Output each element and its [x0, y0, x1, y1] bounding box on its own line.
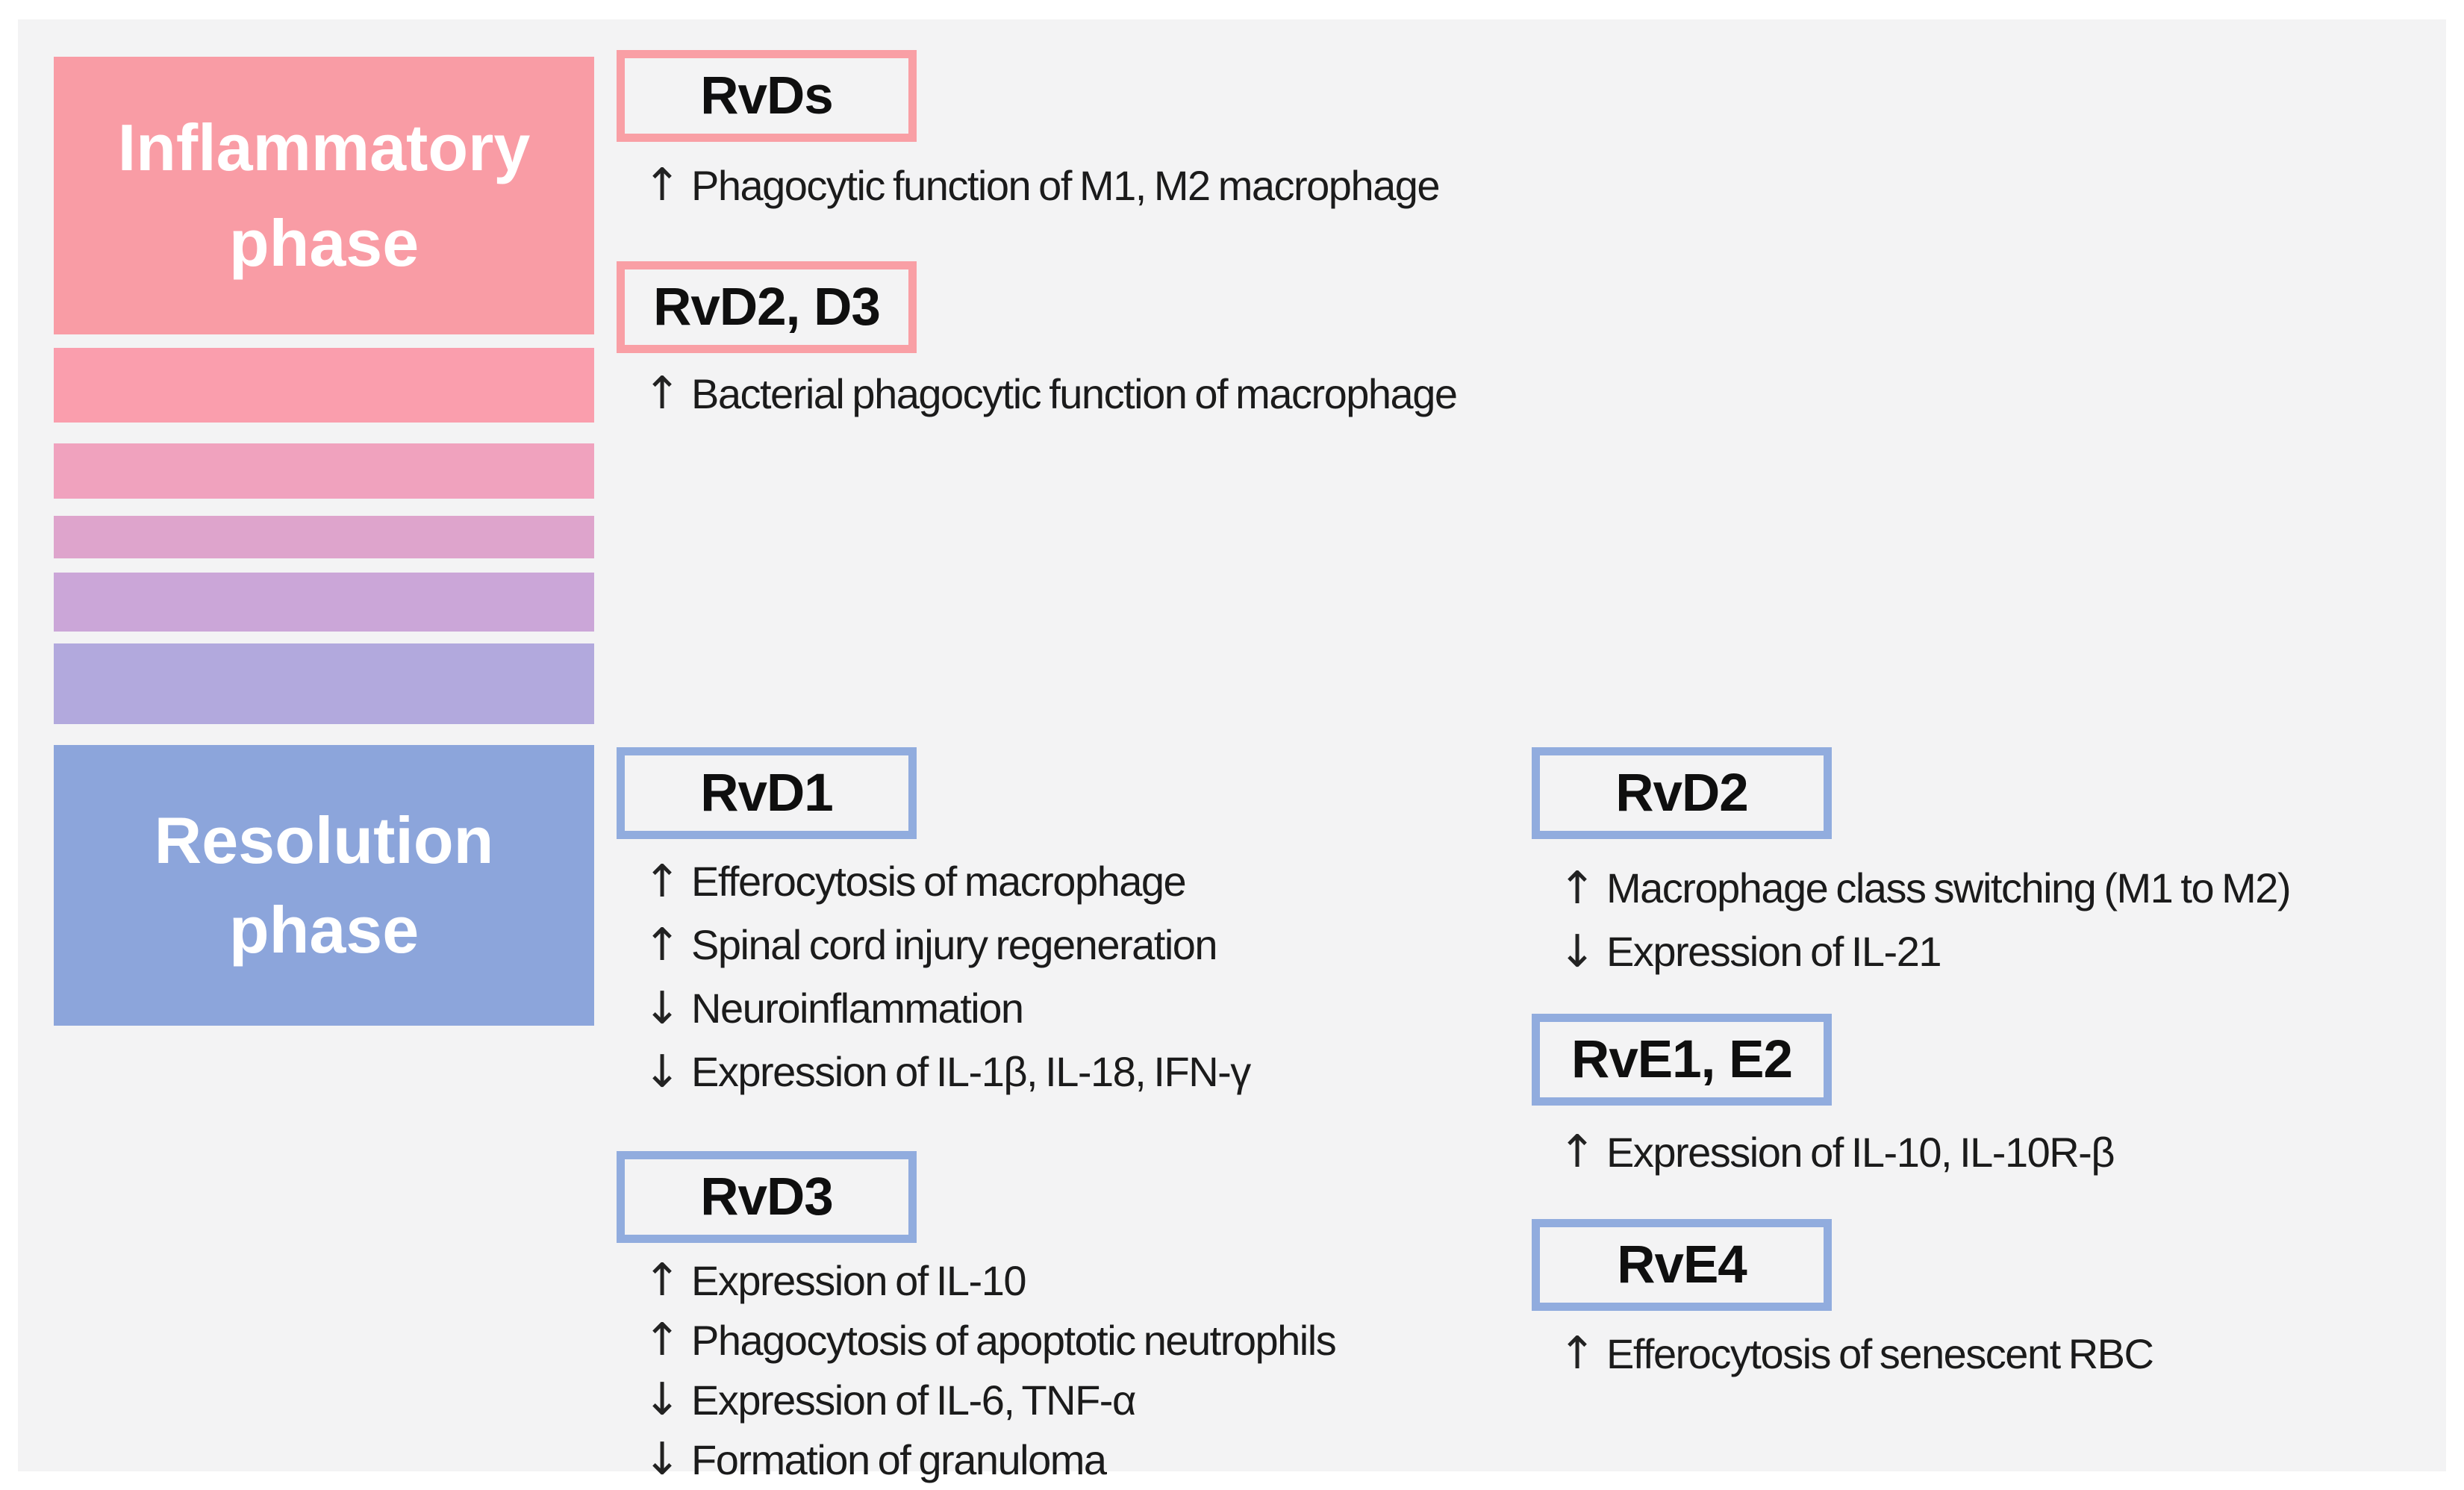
item-text: Efferocytosis of senescent RBC — [1606, 1330, 2154, 1377]
inflammatory-phase-block: Inflammatory phase — [54, 57, 594, 334]
up-arrow-icon: ↑ — [1559, 861, 1597, 914]
inflammatory-phase-label: Inflammatory phase — [117, 110, 531, 280]
gradient-bar-1 — [54, 348, 594, 423]
item-text: Expression of IL-10 — [691, 1256, 1026, 1304]
gradient-bar-4 — [54, 573, 594, 632]
gradient-bar-5 — [54, 643, 594, 724]
up-arrow-icon: ↑ — [1559, 1126, 1597, 1178]
rvd2-label: RvD2 — [1615, 764, 1749, 823]
rvd2-effects-list: ↑ Macrophage class switching (M1 to M2) … — [1547, 856, 2292, 983]
list-item: ↑ Expression of IL-10, IL-10R-β — [1547, 1126, 2115, 1178]
list-item: ↓ Expression of IL-1β, IL-18, IFN-γ — [631, 1040, 1251, 1103]
list-item: ↓ Formation of granuloma — [631, 1430, 1335, 1489]
up-arrow-icon: ↑ — [643, 367, 682, 420]
up-arrow-icon: ↑ — [643, 918, 682, 971]
down-arrow-icon: ↓ — [1559, 925, 1597, 978]
item-text: Bacterial phagocytic function of macroph… — [691, 370, 1458, 417]
rvds-effects-list: ↑ Phagocytic function of M1, M2 macropha… — [631, 159, 1441, 211]
rvd3-effects-list: ↑ Expression of IL-10 ↑ Phagocytosis of … — [631, 1250, 1337, 1489]
list-item: ↓ Neuroinflammation — [631, 976, 1250, 1040]
rvd1-box: RvD1 — [617, 747, 917, 839]
item-text: Expression of IL-21 — [1606, 928, 1941, 975]
rvd3-box: RvD3 — [617, 1151, 917, 1243]
figure-panel: Inflammatory phase Resolution phase RvDs… — [18, 19, 2446, 1486]
rve1e2-label: RvE1, E2 — [1571, 1030, 1793, 1089]
item-text: Expression of IL-1β, IL-18, IFN-γ — [691, 1048, 1251, 1095]
rve1e2-box: RvE1, E2 — [1532, 1014, 1832, 1106]
up-arrow-icon: ↑ — [643, 1254, 682, 1306]
list-item: ↑ Efferocytosis of senescent RBC — [1547, 1327, 2154, 1380]
item-text: Neuroinflammation — [691, 985, 1024, 1032]
rvds-label: RvDs — [700, 66, 834, 125]
down-arrow-icon: ↓ — [643, 1374, 682, 1426]
rvd1-effects-list: ↑ Efferocytosis of macrophage ↑ Spinal c… — [631, 850, 1251, 1103]
item-text: Phagocytic function of M1, M2 macrophage — [691, 161, 1441, 209]
rvd1-label: RvD1 — [700, 764, 834, 823]
item-text: Macrophage class switching (M1 to M2) — [1606, 864, 2292, 911]
down-arrow-icon: ↓ — [643, 982, 682, 1035]
up-arrow-icon: ↑ — [643, 1314, 682, 1366]
item-text: Phagocytosis of apoptotic neutrophils — [691, 1316, 1337, 1364]
down-arrow-icon: ↓ — [643, 1045, 682, 1098]
gradient-bar-3 — [54, 516, 594, 558]
rve1e2-effects-list: ↑ Expression of IL-10, IL-10R-β — [1547, 1126, 2115, 1178]
item-text: Expression of IL-6, TNF-α — [691, 1376, 1136, 1424]
up-arrow-icon: ↑ — [643, 855, 682, 908]
rve4-effects-list: ↑ Efferocytosis of senescent RBC — [1547, 1327, 2154, 1380]
up-arrow-icon: ↑ — [1559, 1327, 1597, 1380]
rvd3-label: RvD3 — [700, 1168, 834, 1226]
list-item: ↑ Bacterial phagocytic function of macro… — [631, 367, 1458, 420]
rvd2d3-effects-list: ↑ Bacterial phagocytic function of macro… — [631, 367, 1458, 420]
item-text: Efferocytosis of macrophage — [691, 858, 1187, 905]
item-text: Expression of IL-10, IL-10R-β — [1606, 1128, 2115, 1176]
list-item: ↑ Phagocytic function of M1, M2 macropha… — [631, 159, 1441, 211]
list-item: ↓ Expression of IL-21 — [1547, 920, 2290, 983]
rve4-box: RvE4 — [1532, 1219, 1832, 1311]
rve4-label: RvE4 — [1617, 1235, 1747, 1294]
down-arrow-icon: ↓ — [643, 1433, 682, 1486]
list-item: ↓ Expression of IL-6, TNF-α — [631, 1370, 1335, 1430]
rvd2d3-box: RvD2, D3 — [617, 261, 917, 353]
item-text: Spinal cord injury regeneration — [691, 921, 1218, 968]
list-item: ↑ Spinal cord injury regeneration — [631, 913, 1250, 976]
list-item: ↑ Efferocytosis of macrophage — [631, 850, 1250, 913]
list-item: ↑ Macrophage class switching (M1 to M2) — [1547, 856, 2292, 920]
item-text: Formation of granuloma — [691, 1436, 1107, 1483]
rvd2-box: RvD2 — [1532, 747, 1832, 839]
list-item: ↑ Phagocytosis of apoptotic neutrophils — [631, 1310, 1337, 1370]
rvd2d3-label: RvD2, D3 — [653, 278, 881, 337]
resolution-phase-block: Resolution phase — [54, 745, 594, 1026]
resolution-phase-label: Resolution phase — [154, 803, 494, 967]
list-item: ↑ Expression of IL-10 — [631, 1250, 1335, 1310]
gradient-bar-2 — [54, 443, 594, 499]
up-arrow-icon: ↑ — [643, 159, 682, 211]
rvds-box: RvDs — [617, 50, 917, 142]
